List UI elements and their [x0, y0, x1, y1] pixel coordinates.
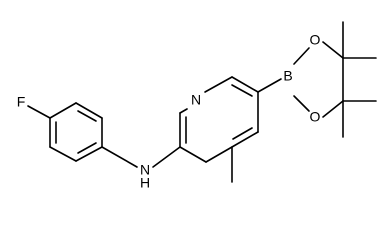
- molecule-drawing: F N H N B O O: [17, 21, 377, 190]
- amine-hydrogen-label: H: [140, 175, 150, 190]
- c-b-bond: [257, 78, 282, 93]
- amine-nitrogen-label: N: [140, 162, 150, 178]
- n-c-bond: [152, 146, 181, 168]
- pyridine-ring: [179, 76, 259, 163]
- bond: [293, 95, 310, 112]
- dioxaborolane-ring: [293, 41, 344, 118]
- boron-label: B: [283, 68, 292, 84]
- double-bond-inner: [232, 127, 253, 140]
- bond: [179, 108, 188, 114]
- bond: [231, 76, 259, 93]
- bond: [204, 76, 233, 93]
- oxygen-top-label: O: [310, 32, 321, 48]
- bond: [49, 146, 77, 162]
- bond: [205, 146, 233, 163]
- bond: [322, 100, 344, 118]
- bond: [49, 102, 77, 119]
- double-bond-inner: [77, 110, 97, 122]
- oxygen-bottom-label: O: [310, 109, 321, 125]
- tetramethyl-groups: [342, 21, 377, 138]
- fluorine-label: F: [17, 94, 26, 110]
- bond: [75, 146, 103, 162]
- structure-diagram: F N H N B O O: [16, 21, 377, 190]
- bond: [179, 146, 207, 163]
- fluorophenyl-ring: [49, 102, 103, 162]
- bond: [293, 47, 310, 65]
- pyridine-nitrogen-label: N: [191, 92, 201, 108]
- double-bond-inner: [231, 84, 253, 97]
- bond: [231, 131, 259, 148]
- double-bond-inner: [77, 142, 97, 154]
- bond: [322, 41, 344, 59]
- c-n-bond: [101, 146, 138, 168]
- c-f-bond: [27, 105, 51, 119]
- bond: [75, 102, 103, 119]
